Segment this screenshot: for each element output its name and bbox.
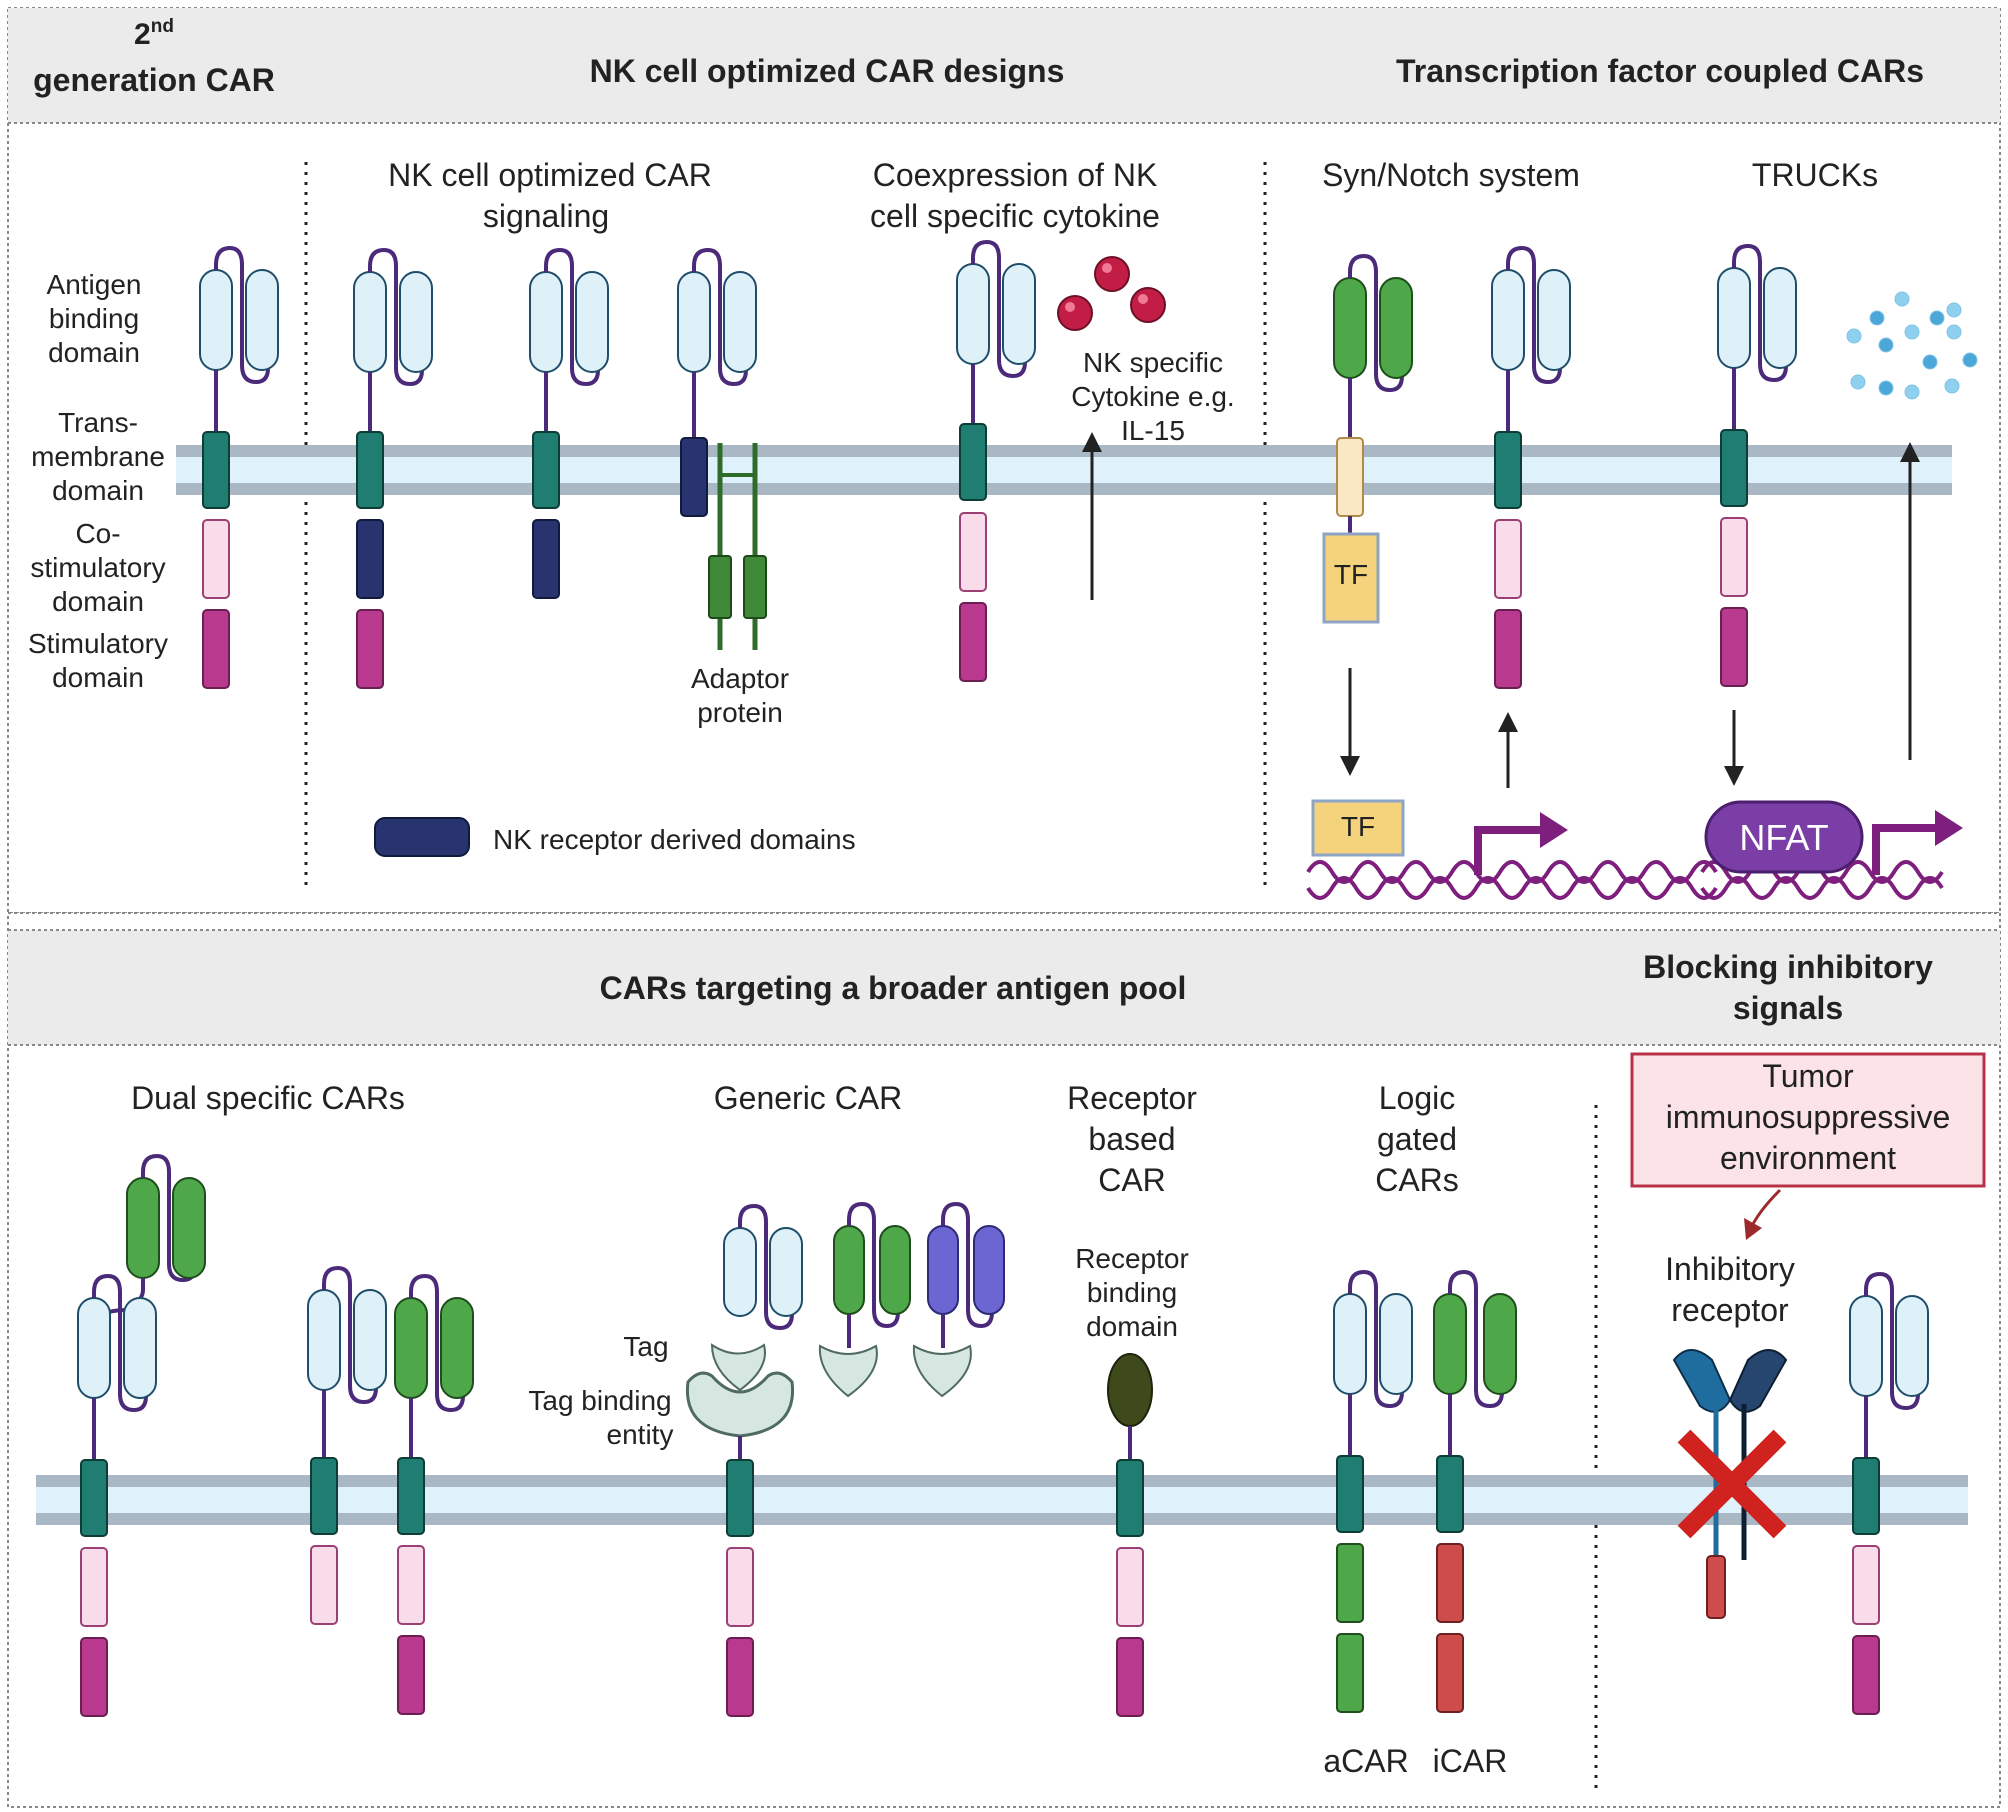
car-nk-signaling-1 [353,247,433,689]
synnotch-title: Syn/Notch system [1322,157,1580,193]
logic-title-2: gated [1377,1121,1457,1157]
cytokine-label-1: NK specific [1083,347,1223,378]
nfat-pill [1704,800,1864,874]
adaptor-label-1: Adaptor [691,663,789,694]
label-antigen-1: Antigen [47,269,142,300]
truck-arrows [1724,442,1920,786]
header-nk-optimized: NK cell optimized CAR designs [590,53,1065,89]
receptor-binding-3: domain [1086,1311,1178,1342]
tumor-arrow [1744,1188,1782,1240]
tumor-box-line-2: immunosuppressive [1666,1099,1951,1135]
label-costim-3: domain [52,586,144,617]
adaptor-protein [708,443,767,650]
synnotch-output-car [1491,245,1571,689]
logic-title-3: CARs [1375,1162,1459,1198]
top-panel: 2nd generation CAR NK cell optimized CAR… [7,7,2001,914]
header-second-gen-label: generation CAR [33,62,275,98]
label-costim-1: Co- [75,518,120,549]
header-antigen-pool: CARs targeting a broader antigen pool [600,970,1187,1006]
cytokine-label-3: IL-15 [1121,415,1185,446]
label-stim-2: domain [52,662,144,693]
car-blocking [1849,1271,1929,1715]
tag-label: Tag [623,1331,668,1362]
tumor-environment-box: Tumor immunosuppressive environment [1630,1052,1986,1188]
logic-title-1: Logic [1379,1080,1456,1116]
label-tm-3: domain [52,475,144,506]
label-stim-1: Stimulatory [28,628,168,659]
header-blocking-1: Blocking inhibitory [1643,949,1933,985]
domain-labels: Antigen binding domain Trans- membrane d… [28,269,168,693]
top-membrane [176,445,1952,495]
nk-signaling-title-1: NK cell optimized CAR [388,157,712,193]
acar-label: aCAR [1323,1743,1408,1779]
synnotch-arrows [1340,668,1518,788]
car-icar [1433,1269,1517,1713]
car-nk-signaling-2 [529,247,609,599]
truck-car [1717,243,1797,687]
inhibitory-label-1: Inhibitory [1665,1251,1795,1287]
receptor-title-2: based [1088,1121,1175,1157]
legend-nk-receptor: NK receptor derived domains [374,817,856,857]
tag-binding-label-1: Tag binding [528,1385,671,1416]
header-blocking-2: signals [1733,990,1843,1026]
header-tf-coupled: Transcription factor coupled CARs [1396,53,1924,89]
cytokine-spheres [1057,256,1166,331]
car-nk-signaling-3 [677,247,767,650]
trucks-title: TRUCKs [1752,157,1878,193]
receptor-title-1: Receptor [1067,1080,1197,1116]
car-acar [1333,1269,1413,1713]
receptor-title-3: CAR [1098,1162,1166,1198]
tagged-antibody-green [818,1201,911,1398]
tf-label-bound: TF [1334,559,1368,590]
legend-label: NK receptor derived domains [493,824,856,855]
cytokine-arrow [1082,432,1102,600]
bottom-panel: CARs targeting a broader antigen pool Bl… [7,912,2001,1808]
cytokine-label-2: Cytokine e.g. [1071,381,1234,412]
nfat-label: NFAT [1739,817,1828,858]
tag-shape [710,1343,766,1392]
tf-label-free: TF [1341,811,1375,842]
adaptor-label-2: protein [697,697,783,728]
dna-synnotch [1306,812,1718,900]
receptor-binding-1: Receptor [1075,1243,1189,1274]
secreted-molecules [1846,291,1978,400]
top-header-band [8,8,2000,123]
legend-swatch [374,817,470,857]
tumor-box-line-1: Tumor [1762,1058,1854,1094]
synnotch-receptor: TF [1322,253,1413,624]
receptor-binding-2: binding [1087,1277,1177,1308]
bottom-membrane [36,1475,1968,1525]
nk-signaling-title-2: signaling [483,198,609,234]
header-second-gen-number: 2nd [134,16,174,51]
car-dual-pair-b [394,1273,474,1715]
dual-title: Dual specific CARs [131,1080,405,1116]
car-generic [685,1203,803,1717]
label-antigen-2: binding [49,303,139,334]
car-cytokine [956,239,1036,682]
tag-binding-entity [685,1371,795,1438]
inhibitory-label-2: receptor [1671,1292,1789,1328]
label-antigen-3: domain [48,337,140,368]
block-cross-icon [1677,1429,1787,1539]
tf-box-free [1311,799,1405,857]
generic-title: Generic CAR [714,1080,903,1116]
label-tm-2: membrane [31,441,165,472]
label-tm-1: Trans- [58,407,138,438]
cytokine-title-1: Coexpression of NK [873,157,1158,193]
car-receptor-based [1107,1353,1153,1717]
cytokine-title-2: cell specific cytokine [870,198,1160,234]
car-second-gen [199,245,279,689]
tag-binding-label-2: entity [607,1419,674,1450]
icar-label: iCAR [1433,1743,1508,1779]
car-dual-tandem [77,1153,206,1717]
tf-box-bound [1322,532,1380,624]
car-dual-pair-a [307,1265,387,1625]
inhibitory-receptor [1672,1349,1788,1619]
bottom-header-band [8,930,2000,1045]
label-costim-2: stimulatory [30,552,165,583]
tagged-antibody-violet [912,1201,1005,1398]
tumor-box-line-3: environment [1720,1140,1896,1176]
